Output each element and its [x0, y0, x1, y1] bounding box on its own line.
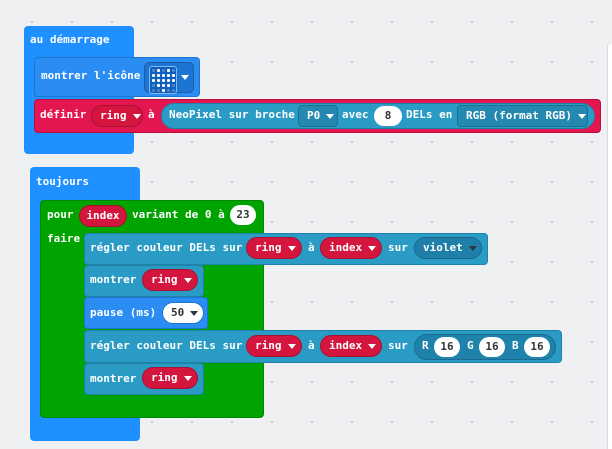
icon-led	[157, 84, 160, 87]
set-pixel-label: régler couleur DELs sur	[90, 339, 243, 352]
red-input[interactable]: 16	[434, 337, 460, 357]
range-label: variant de 0 à	[132, 208, 225, 221]
strip-name: ring	[255, 339, 282, 352]
color-name: violet	[423, 241, 463, 254]
loop-variable-index[interactable]: index	[79, 205, 127, 227]
variable-dropdown-ring[interactable]: ring	[91, 105, 143, 127]
icon-led	[167, 84, 170, 87]
for-label: pour	[47, 208, 74, 221]
icon-led	[172, 69, 175, 72]
chevron-down-icon	[368, 343, 377, 349]
at-label: à	[308, 241, 315, 254]
chevron-down-icon	[183, 375, 192, 381]
icon-led	[172, 84, 175, 87]
chevron-down-icon	[577, 113, 586, 119]
define-label: définir	[40, 108, 87, 121]
icon-led	[167, 89, 170, 92]
at-label: à	[308, 339, 315, 352]
mode-value: RGB (format RGB)	[466, 109, 572, 122]
to-label: à	[148, 108, 155, 121]
loop-variable-name: index	[86, 209, 120, 222]
icon-picker[interactable]	[144, 62, 194, 94]
icon-led	[157, 89, 160, 92]
strip-dropdown-2[interactable]: ring	[246, 335, 302, 357]
mode-dropdown[interactable]: RGB (format RGB)	[457, 105, 588, 127]
icon-led	[167, 79, 170, 82]
strip-dropdown-1[interactable]: ring	[246, 237, 302, 259]
icon-led	[172, 74, 175, 77]
pin-value: P0	[307, 109, 321, 122]
green-input[interactable]: 16	[479, 337, 505, 357]
on-label: sur	[388, 241, 408, 254]
g-label: G	[467, 339, 474, 352]
forever-title: toujours	[36, 175, 89, 188]
icon-led	[152, 79, 155, 82]
icon-led	[162, 79, 165, 82]
strip-name: ring	[151, 273, 178, 286]
index-name: index	[329, 339, 363, 352]
chevron-down-icon	[132, 113, 141, 119]
chevron-down-icon	[190, 310, 199, 316]
r-label: R	[422, 339, 429, 352]
icon-led	[157, 74, 160, 77]
strip-dropdown-show-1[interactable]: ring	[142, 269, 198, 291]
with-label: avec	[342, 108, 369, 121]
pause-value: 50	[171, 306, 185, 319]
do-label: faire	[47, 232, 81, 245]
icon-led	[157, 69, 160, 72]
pin-dropdown[interactable]: P0	[298, 105, 338, 127]
workspace-scrollbar[interactable]	[607, 44, 612, 449]
strip-dropdown-show-2[interactable]: ring	[142, 367, 198, 389]
b-label: B	[512, 339, 519, 352]
on-start-title: au démarrage	[30, 33, 110, 46]
pause-duration-input[interactable]: 50	[162, 302, 204, 324]
show-label: montrer	[90, 372, 137, 385]
show-label: montrer	[90, 273, 137, 286]
icon-led	[172, 79, 175, 82]
strip-name: ring	[255, 241, 282, 254]
icon-led	[162, 69, 165, 72]
chevron-down-icon	[326, 113, 335, 119]
icon-led	[152, 69, 155, 72]
variable-name: ring	[100, 109, 127, 122]
color-dropdown[interactable]: violet	[414, 237, 482, 259]
set-pixel-label: régler couleur DELs sur	[90, 241, 243, 254]
icon-led	[152, 89, 155, 92]
icon-led	[162, 74, 165, 77]
chevron-down-icon	[183, 277, 192, 283]
chevron-down-icon	[287, 245, 296, 251]
show-icon-label: montrer l'icône	[41, 69, 141, 82]
on-label: sur	[388, 339, 408, 352]
icon-led	[162, 84, 165, 87]
icon-grid	[149, 66, 177, 94]
icon-led	[162, 89, 165, 92]
icon-led	[152, 84, 155, 87]
icon-led	[167, 69, 170, 72]
icon-led	[157, 79, 160, 82]
strip-name: ring	[151, 371, 178, 384]
index-dropdown-2[interactable]: index	[320, 335, 382, 357]
neopixel-label: NeoPixel sur broche	[169, 108, 295, 121]
icon-led	[167, 74, 170, 77]
leds-in-label: DELs en	[406, 108, 453, 121]
chevron-down-icon	[468, 245, 477, 251]
led-count-input[interactable]: 8	[374, 106, 402, 126]
chevron-down-icon	[287, 343, 296, 349]
chevron-down-icon	[181, 75, 189, 80]
pause-label: pause (ms)	[90, 306, 157, 319]
blue-input[interactable]: 16	[524, 337, 550, 357]
index-name: index	[329, 241, 363, 254]
icon-led	[172, 89, 175, 92]
loop-end-input[interactable]: 23	[230, 205, 256, 225]
chevron-down-icon	[368, 245, 377, 251]
icon-led	[152, 74, 155, 77]
index-dropdown-1[interactable]: index	[320, 237, 382, 259]
